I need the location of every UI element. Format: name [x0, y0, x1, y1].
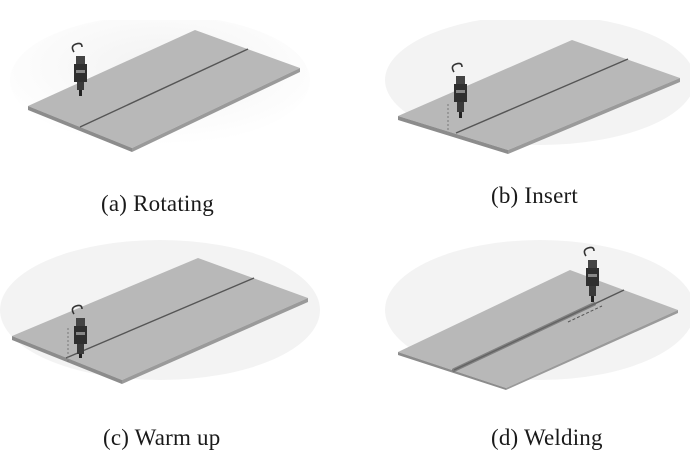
- plate-right-edge: [506, 310, 678, 390]
- butt-joint-seam: [455, 58, 629, 134]
- caption-warm-up: (c) Warm up: [103, 425, 221, 450]
- caption-insert: (b) Insert: [491, 183, 578, 208]
- plate-right-edge: [508, 78, 680, 154]
- panel-welding: [380, 240, 690, 390]
- butt-joint-seam: [65, 277, 255, 359]
- panel-warm-up: [0, 240, 320, 390]
- fsw-tool: [71, 42, 87, 96]
- fsw-tool: [451, 62, 467, 118]
- fsw-tool: [583, 246, 599, 302]
- workpiece-plate: [28, 30, 300, 148]
- travel-direction-arrow: [567, 305, 603, 323]
- caption-welding: (d) Welding: [491, 425, 603, 450]
- butt-joint-seam: [79, 48, 249, 128]
- rotation-arrow-icon: [451, 62, 463, 73]
- warm-up-illustration: [0, 240, 320, 384]
- panel-insert: [380, 20, 690, 160]
- plate-right-edge: [122, 298, 308, 384]
- plate-front-edge: [398, 352, 506, 390]
- plate-front-edge: [28, 106, 132, 152]
- rotation-arrow-icon: [583, 246, 595, 257]
- rotating-illustration: [10, 20, 310, 152]
- plate-right-edge: [132, 68, 300, 152]
- welding-illustration: [385, 240, 690, 390]
- caption-rotating: (a) Rotating: [101, 191, 214, 216]
- insert-illustration: [385, 20, 690, 154]
- fsw-tool: [71, 304, 87, 358]
- rotation-arrow-icon: [71, 42, 83, 53]
- rotation-arrow-icon: [71, 304, 83, 315]
- plate-front-edge: [12, 336, 122, 384]
- panel-rotating: [10, 20, 310, 160]
- plate-front-edge: [398, 116, 508, 154]
- weld-bead: [452, 302, 596, 372]
